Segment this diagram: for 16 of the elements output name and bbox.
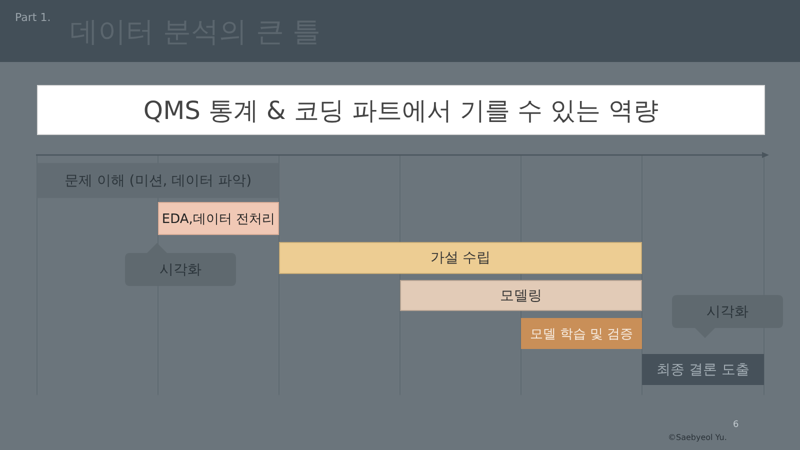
phase-label: 가설 수립 — [430, 249, 491, 267]
part-number: Part 1. — [15, 11, 51, 24]
copyright-note: ©Saebyeol Yu. — [668, 433, 727, 442]
page-number: 6 — [733, 420, 739, 430]
phase-bar — [279, 242, 642, 274]
phase-bar — [400, 280, 642, 311]
heading-text: QMS 통계 & 코딩 파트에서 기를 수 있는 역량 — [143, 94, 659, 126]
phase-label: 문제 이해 (미션, 데이터 파악) — [64, 172, 252, 190]
phase-bar — [642, 354, 764, 385]
phase-label: EDA,데이터 전처리 — [162, 210, 276, 228]
phase-label: 모델 학습 및 검증 — [530, 326, 634, 342]
phase-label: 모델링 — [500, 286, 542, 304]
phase-label: 최종 결론 도출 — [656, 360, 750, 378]
phase-bar — [158, 202, 279, 235]
phase-bar — [521, 318, 642, 349]
heading-box — [37, 85, 765, 135]
